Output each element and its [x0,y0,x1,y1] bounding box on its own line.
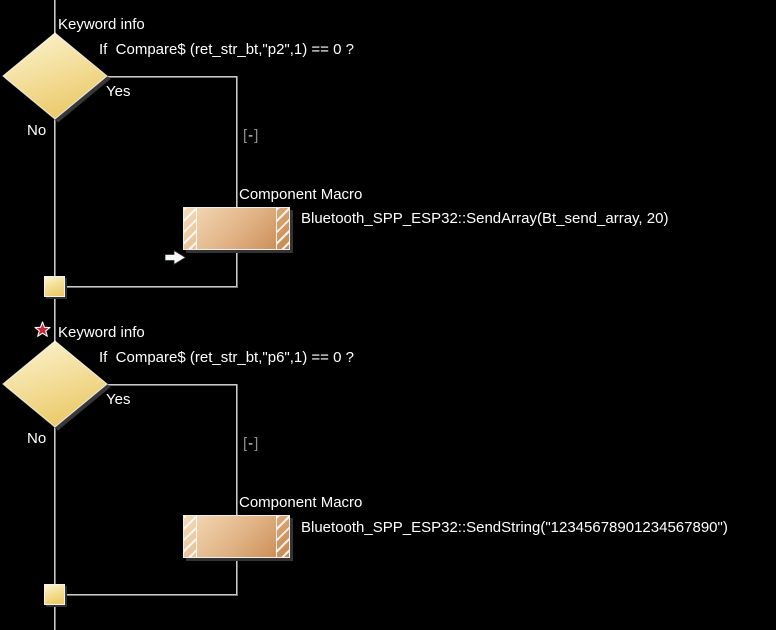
no-label: No [27,122,47,139]
connector-square[interactable] [44,584,65,605]
yes-branch-line-return [62,594,237,596]
collapse-bracket-right: ] [254,127,260,144]
component-macro-block[interactable] [183,207,290,250]
macro-title-label: Component Macro [239,186,363,203]
hatch-stripe-left [184,208,197,249]
decision-branch-p2: Keyword info If Compare$ (ret_str_bt,"p2… [0,0,776,308]
collapse-bracket-left: [ [243,127,249,144]
breakpoint-star-icon[interactable] [34,321,51,338]
decision-diamond[interactable] [0,30,114,126]
yes-label: Yes [106,83,131,100]
decision-branch-p6: Keyword info If Compare$ (ret_str_bt,"p6… [0,308,776,616]
no-label: No [27,430,47,447]
collapse-icon[interactable]: [-] [243,435,259,453]
macro-title-label: Component Macro [239,494,363,511]
collapse-minus: - [248,435,255,452]
yes-branch-line-vertical [236,76,238,288]
connector-square[interactable] [44,276,65,297]
hatch-stripe-right [276,516,289,557]
execution-pointer-arrow-icon [165,250,187,265]
collapse-bracket-right: ] [254,435,260,452]
hatch-stripe-right [276,208,289,249]
keyword-label: Keyword info [58,324,145,341]
collapse-bracket-left: [ [243,435,249,452]
collapse-icon[interactable]: [-] [243,127,259,145]
macro-call-label: Bluetooth_SPP_ESP32::SendString("1234567… [301,519,728,536]
main-flow-line [54,0,56,630]
keyword-label: Keyword info [58,16,145,33]
condition-label: If Compare$ (ret_str_bt,"p2",1) == 0 ? [99,41,354,58]
yes-label: Yes [106,391,131,408]
yes-branch-line-top [106,384,237,386]
collapse-minus: - [248,127,255,144]
component-macro-block[interactable] [183,515,290,558]
yes-branch-line-top [106,76,237,78]
yes-branch-line-return [62,286,237,288]
hatch-stripe-left [184,516,197,557]
yes-branch-line-vertical [236,384,238,596]
macro-call-label: Bluetooth_SPP_ESP32::SendArray(Bt_send_a… [301,210,669,227]
decision-diamond[interactable] [0,338,114,434]
condition-label: If Compare$ (ret_str_bt,"p6",1) == 0 ? [99,349,354,366]
